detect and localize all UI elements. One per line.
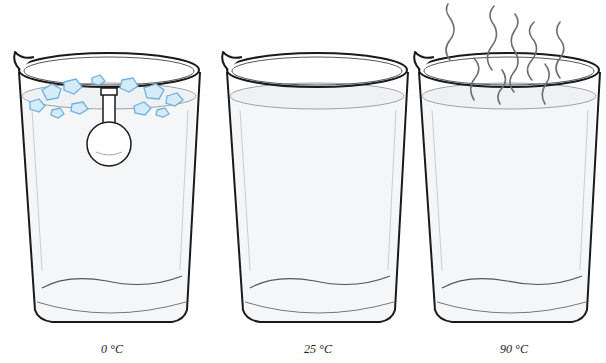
steam (446, 4, 564, 104)
steam-wisp (542, 64, 549, 104)
temperature-label: 90 °C (500, 342, 528, 357)
steam-wisp (498, 70, 506, 104)
steam-wisp (446, 4, 454, 60)
ice-cube (30, 99, 45, 112)
flask-neck (103, 92, 115, 124)
ice-cube (92, 75, 105, 85)
flask (87, 88, 131, 166)
ice-cube (120, 78, 138, 92)
temperature-label: 25 °C (304, 342, 332, 357)
steam-wisp (528, 22, 537, 80)
steam-wisp (471, 58, 479, 100)
room-beaker (222, 52, 408, 322)
ice-cube (51, 108, 64, 118)
ice-cubes (30, 75, 183, 118)
flask-stopper (101, 88, 117, 95)
ice-cube (64, 79, 82, 94)
ice-cube (42, 84, 61, 100)
ice-cube (71, 102, 88, 114)
hot-beaker (414, 52, 600, 322)
ice-cube (134, 102, 151, 115)
flask-bulb (87, 122, 131, 166)
steam-wisp (510, 14, 518, 92)
temperature-label: 0 °C (101, 342, 123, 357)
flask-liquid (96, 152, 122, 155)
ice-cube (156, 108, 169, 117)
ice-cube (166, 93, 183, 106)
steam-wisp (556, 22, 564, 78)
ice-beaker (14, 52, 200, 322)
ice-cube (144, 84, 164, 99)
steam-wisp (488, 6, 497, 70)
